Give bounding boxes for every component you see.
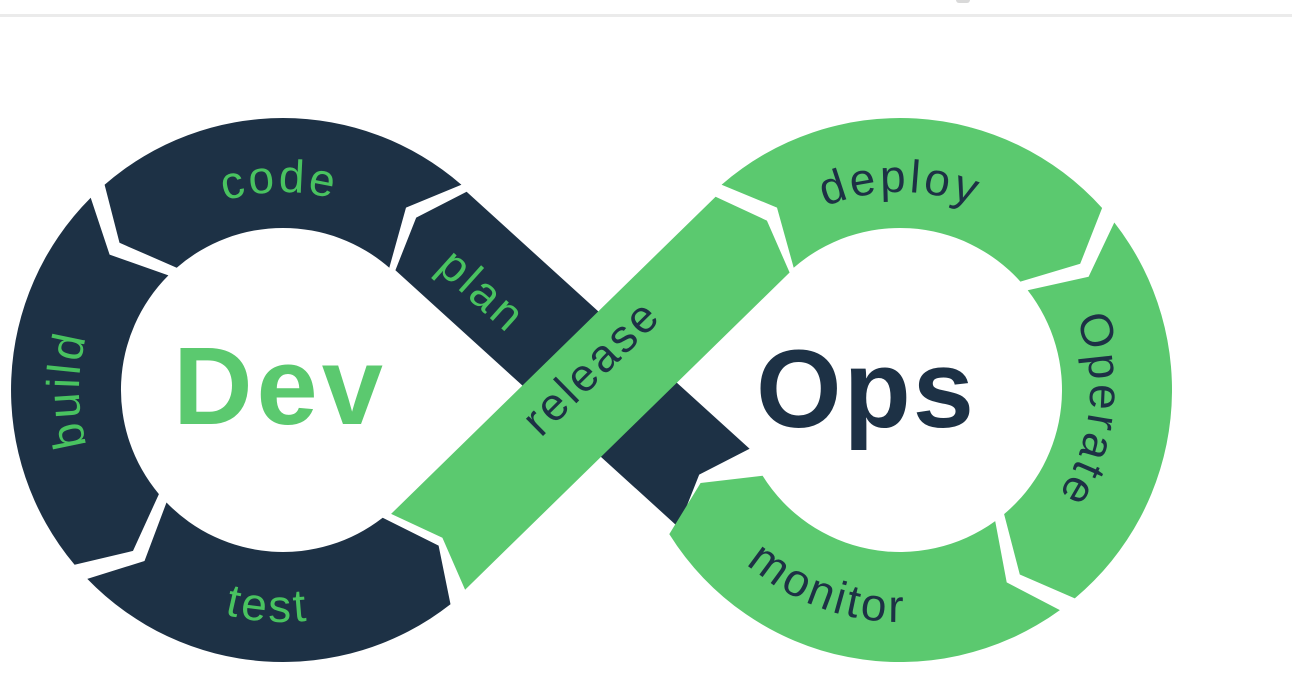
top-edge-artifact [956,0,970,3]
monitor-arc-segment [669,475,1060,663]
release-ribbon [391,196,790,590]
test-arc-segment [87,502,451,662]
stage-label-test: test [222,574,311,632]
code-arc-segment [104,118,462,268]
dev-title: Dev [173,325,387,448]
ops-title: Ops [756,328,976,451]
top-divider-line [0,14,1292,17]
build-arc-segment [11,197,169,565]
operate-arc-segment [1004,222,1172,599]
deploy-arc-segment [721,118,1103,282]
